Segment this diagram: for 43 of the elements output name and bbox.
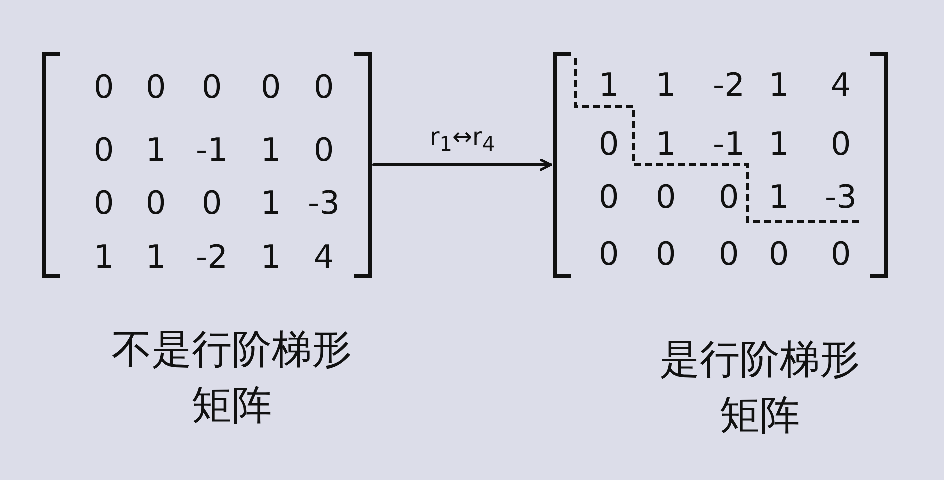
- matrix-entry: 1: [768, 128, 790, 160]
- matrix-entry: -1: [196, 134, 228, 166]
- matrix-entry: 1: [768, 69, 790, 101]
- arrow: [372, 158, 552, 172]
- matrix-entry: -2: [713, 69, 745, 101]
- matrix-entry: 1: [260, 134, 282, 166]
- matrix-entry: 0: [94, 71, 114, 103]
- matrix-entry: 0: [146, 187, 166, 219]
- matrix-entry: 4: [830, 69, 852, 101]
- matrix-entry: 1: [146, 134, 166, 166]
- caption-text: 不是行阶梯形矩阵: [111, 326, 353, 431]
- matrix-entry: 0: [598, 181, 620, 213]
- matrix-entry: 1: [146, 241, 166, 273]
- matrix-entry: -2: [196, 241, 228, 273]
- matrix-entry: 1: [598, 69, 620, 101]
- matrix-entry: 0: [830, 128, 852, 160]
- matrix-entry: 0: [598, 128, 620, 160]
- matrix-entry: 1: [768, 181, 790, 213]
- matrix-entry: -1: [713, 128, 745, 160]
- matrix-entry: 4: [314, 241, 334, 273]
- matrix-entry: 0: [656, 181, 676, 213]
- matrix-entry: 1: [260, 241, 282, 273]
- matrix-entry: 0: [768, 238, 790, 270]
- matrix-entry: 0: [656, 238, 676, 270]
- matrix-entry: 0: [718, 238, 740, 270]
- matrix-entry: 0: [314, 71, 334, 103]
- matrix-entry: 0: [202, 187, 222, 219]
- matrix-entry: 0: [314, 134, 334, 166]
- matrix-entry: 0: [94, 134, 114, 166]
- matrix-entry: 0: [598, 238, 620, 270]
- matrix-entry: 1: [260, 187, 282, 219]
- matrix-entry: 0: [260, 71, 282, 103]
- matrix-entry: 0: [146, 71, 166, 103]
- matrix-entry: 0: [202, 71, 222, 103]
- matrix-entry: -3: [825, 181, 857, 213]
- matrix-entry: 0: [718, 181, 740, 213]
- matrix-entry: -3: [308, 187, 340, 219]
- matrix-entry: 0: [94, 187, 114, 219]
- matrix-entry: 1: [656, 69, 676, 101]
- matrix-entry: 0: [830, 238, 852, 270]
- matrix-entry: 1: [94, 241, 114, 273]
- caption-text: 是行阶梯形矩阵: [659, 336, 861, 441]
- matrix-entry: 1: [656, 128, 676, 160]
